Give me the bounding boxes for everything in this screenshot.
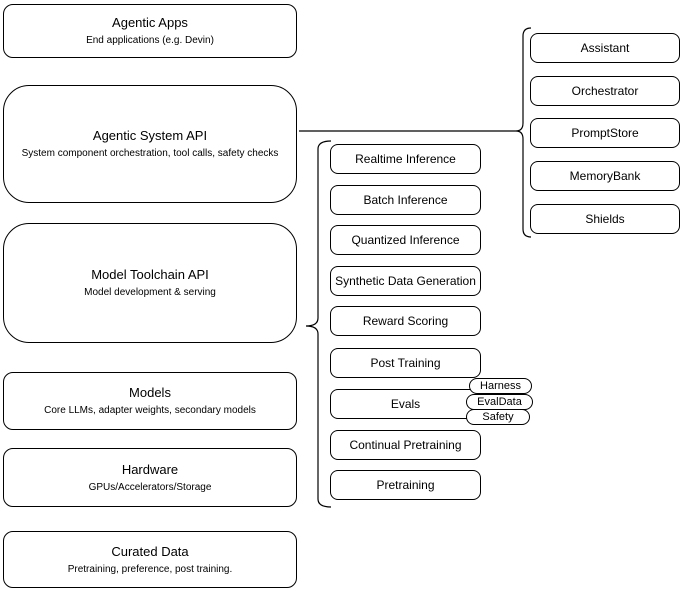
node-subtitle: GPUs/Accelerators/Storage xyxy=(88,481,212,493)
node-subtitle: Model development & serving xyxy=(84,287,216,298)
node-label: Orchestrator xyxy=(571,84,639,98)
node-orchestrator: Orchestrator xyxy=(530,76,680,106)
node-label: PromptStore xyxy=(571,126,639,140)
tag-harness: Harness xyxy=(469,378,532,394)
node-post-training: Post Training xyxy=(330,348,481,378)
node-synthetic-data-generation: Synthetic Data Generation xyxy=(330,266,481,296)
node-label: Evals xyxy=(390,397,421,411)
node-title: Models xyxy=(129,385,171,400)
node-label: Shields xyxy=(585,212,625,226)
node-pretraining: Pretraining xyxy=(330,470,481,500)
node-label: Reward Scoring xyxy=(362,314,449,328)
node-agentic-system-api: Agentic System API System component orch… xyxy=(3,85,297,203)
node-title: Agentic Apps xyxy=(112,15,188,30)
node-title: Agentic System API xyxy=(92,128,208,143)
node-promptstore: PromptStore xyxy=(530,118,680,148)
node-model-toolchain-api: Model Toolchain API Model development & … xyxy=(3,223,297,343)
node-agentic-apps: Agentic Apps End applications (e.g. Devi… xyxy=(3,4,297,58)
tag-label: EvalData xyxy=(477,396,522,408)
node-label: Post Training xyxy=(370,356,441,370)
node-label: Batch Inference xyxy=(363,193,448,207)
tag-label: Harness xyxy=(480,380,521,392)
tag-evaldata: EvalData xyxy=(466,394,533,410)
node-evals: Evals xyxy=(330,389,481,419)
node-models: Models Core LLMs, adapter weights, secon… xyxy=(3,372,297,430)
node-realtime-inference: Realtime Inference xyxy=(330,144,481,174)
node-assistant: Assistant xyxy=(530,33,680,63)
node-subtitle: Pretraining, preference, post training. xyxy=(67,563,233,575)
node-label: Continual Pretraining xyxy=(349,438,462,452)
tag-label: Safety xyxy=(482,411,514,423)
brace-system-group xyxy=(515,27,532,238)
node-subtitle: Core LLMs, adapter weights, secondary mo… xyxy=(44,405,256,416)
node-title: Curated Data xyxy=(111,543,189,559)
node-shields: Shields xyxy=(530,204,680,234)
node-subtitle: System component orchestration, tool cal… xyxy=(21,148,279,159)
node-batch-inference: Batch Inference xyxy=(330,185,481,215)
brace-toolchain-group xyxy=(305,140,332,508)
node-label: Synthetic Data Generation xyxy=(335,274,476,288)
node-label: MemoryBank xyxy=(569,169,641,183)
tag-safety: Safety xyxy=(466,409,530,425)
node-label: Assistant xyxy=(580,41,630,55)
node-subtitle: End applications (e.g. Devin) xyxy=(86,35,214,46)
node-title: Hardware xyxy=(121,461,179,477)
node-title: Model Toolchain API xyxy=(91,267,209,282)
node-memorybank: MemoryBank xyxy=(530,161,680,191)
node-quantized-inference: Quantized Inference xyxy=(330,225,481,255)
node-label: Pretraining xyxy=(376,478,435,492)
node-label: Quantized Inference xyxy=(351,233,460,247)
node-hardware: Hardware GPUs/Accelerators/Storage xyxy=(3,448,297,507)
node-reward-scoring: Reward Scoring xyxy=(330,306,481,336)
node-curated-data: Curated Data Pretraining, preference, po… xyxy=(3,531,297,588)
node-continual-pretraining: Continual Pretraining xyxy=(330,430,481,460)
node-label: Realtime Inference xyxy=(355,152,456,166)
